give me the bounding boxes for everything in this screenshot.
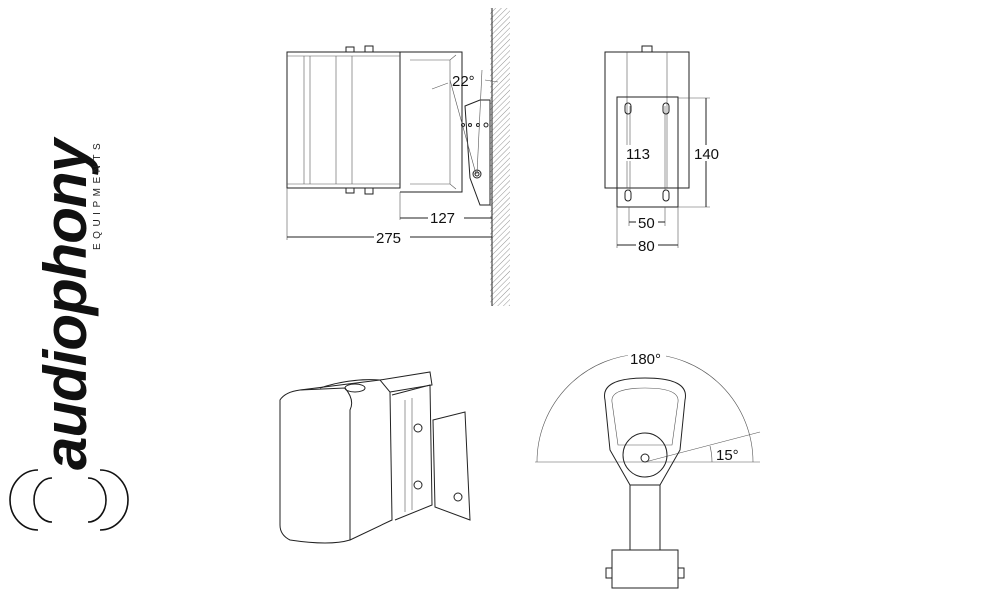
depth-bracket-label: 127 (430, 210, 455, 227)
speaker-front-face (279, 387, 353, 544)
plate-width-label: 80 (638, 238, 655, 255)
speaker-body-side (286, 51, 401, 189)
bracket-side (464, 99, 491, 206)
wall-plate-top (611, 549, 679, 589)
speaker-top-outline (604, 377, 686, 486)
logo-wordmark: audiophony (32, 136, 99, 470)
hole-spacing-v-label: 113 (626, 146, 650, 163)
perspective-view (279, 371, 471, 544)
bracket-arm (629, 484, 661, 551)
rotation-view: 180° 15° (535, 350, 761, 589)
rotation-label: 180° (630, 351, 661, 368)
side-view: 22° 127 275 (286, 8, 510, 306)
logo-tagline: EQUIPMENTS (92, 139, 103, 250)
hole-spacing-h-label: 50 (638, 215, 655, 232)
tilt-label: 15° (716, 447, 739, 464)
wall-plate (616, 96, 679, 208)
plate-height-label: 140 (694, 146, 719, 163)
angle-label: 22° (452, 73, 475, 90)
depth-total-label: 275 (376, 230, 401, 247)
logo-emblem (9, 469, 129, 531)
speaker-body-front (604, 51, 690, 189)
brand-logo: audiophony EQUIPMENTS (9, 136, 129, 531)
front-view: 113 140 50 80 (604, 45, 726, 255)
wall-plate-perspective (432, 411, 471, 521)
wall-hatch (490, 8, 510, 306)
rotation-arc (536, 353, 754, 463)
